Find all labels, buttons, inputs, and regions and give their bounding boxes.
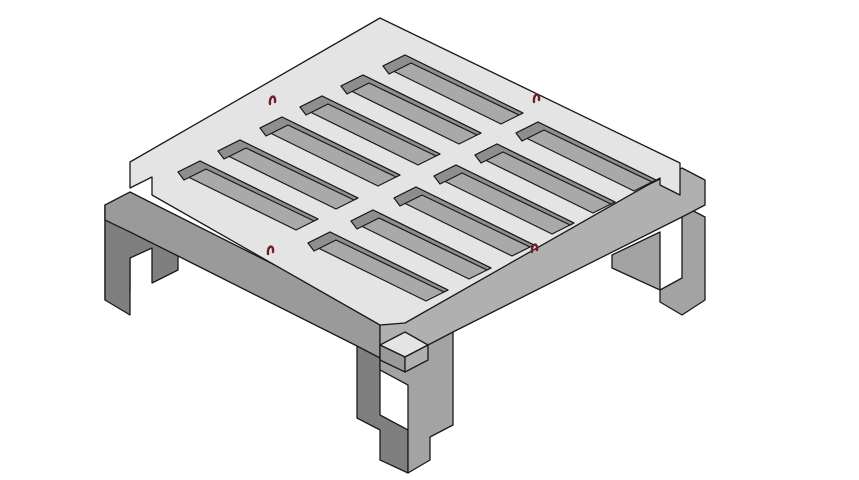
- corner-notch-right: [404, 344, 429, 373]
- lifting-hooks: [266, 93, 541, 256]
- leg-right-face: [611, 204, 706, 316]
- slot-wall: [299, 95, 441, 157]
- slot-wall: [340, 74, 482, 136]
- slot-wall: [350, 209, 492, 271]
- lifting-hook-icon: [530, 243, 539, 254]
- slot-wall: [307, 231, 449, 293]
- slot-wall: [259, 116, 401, 178]
- lifting-hook-icon: [532, 93, 541, 104]
- slot-wall: [382, 54, 524, 116]
- slab-left-face: [104, 191, 381, 359]
- grate-slots: [177, 54, 657, 302]
- slot-wall: [433, 164, 575, 226]
- slot-wall: [217, 139, 359, 201]
- lifting-hook-icon: [266, 245, 275, 256]
- lifting-hook-icon: [268, 95, 277, 106]
- slot-wall: [474, 143, 616, 205]
- slot-wall: [515, 121, 657, 183]
- slot-wall: [177, 160, 319, 222]
